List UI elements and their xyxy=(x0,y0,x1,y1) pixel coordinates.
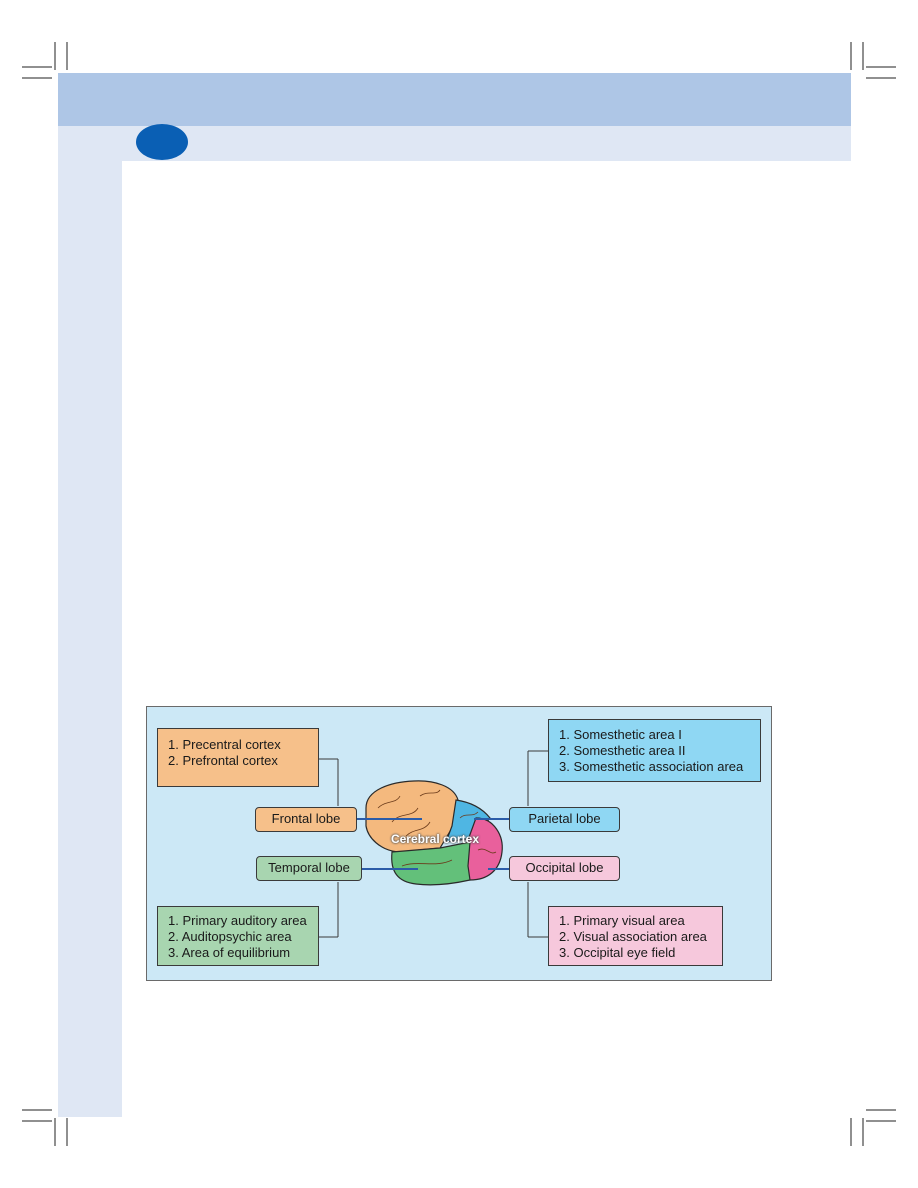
parietal-areas-box: 1. Somesthetic area I 2. Somesthetic are… xyxy=(548,719,761,782)
lobe-connectors xyxy=(357,818,509,870)
parietal-area-item: 3. Somesthetic association area xyxy=(559,759,744,774)
frontal-lobe-label: Frontal lobe xyxy=(255,807,357,832)
temporal-areas-box: 1. Primary auditory area 2. Auditopsychi… xyxy=(157,906,319,966)
brain-temporal-region xyxy=(391,841,471,886)
brain-illustration xyxy=(365,780,503,886)
temporal-lobe-label: Temporal lobe xyxy=(256,856,362,881)
frontal-area-item: 2. Prefrontal cortex xyxy=(168,753,278,768)
chapter-badge xyxy=(136,124,188,160)
occipital-area-item: 1. Primary visual area xyxy=(559,913,685,928)
box-connectors xyxy=(318,750,548,938)
frontal-areas-box: 1. Precentral cortex 2. Prefrontal corte… xyxy=(157,728,319,787)
temporal-area-item: 3. Area of equilibrium xyxy=(168,945,291,960)
left-margin-band xyxy=(58,161,122,1117)
brain-frontal-region xyxy=(365,780,459,853)
occipital-lobe-label: Occipital lobe xyxy=(509,856,620,881)
occipital-area-item: 2. Visual association area xyxy=(559,929,707,944)
parietal-area-item: 1. Somesthetic area I xyxy=(559,727,682,742)
header-band xyxy=(58,73,851,126)
parietal-lobe-label: Parietal lobe xyxy=(509,807,620,832)
parietal-area-item: 2. Somesthetic area II xyxy=(559,743,686,758)
temporal-area-item: 2. Auditopsychic area xyxy=(168,929,292,944)
cerebral-cortex-label: Cerebral cortex xyxy=(390,832,480,846)
temporal-area-item: 1. Primary auditory area xyxy=(168,913,307,928)
subheader-band xyxy=(58,126,851,161)
occipital-area-item: 3. Occipital eye field xyxy=(559,945,676,960)
frontal-area-item: 1. Precentral cortex xyxy=(168,737,281,752)
occipital-areas-box: 1. Primary visual area 2. Visual associa… xyxy=(548,906,723,966)
